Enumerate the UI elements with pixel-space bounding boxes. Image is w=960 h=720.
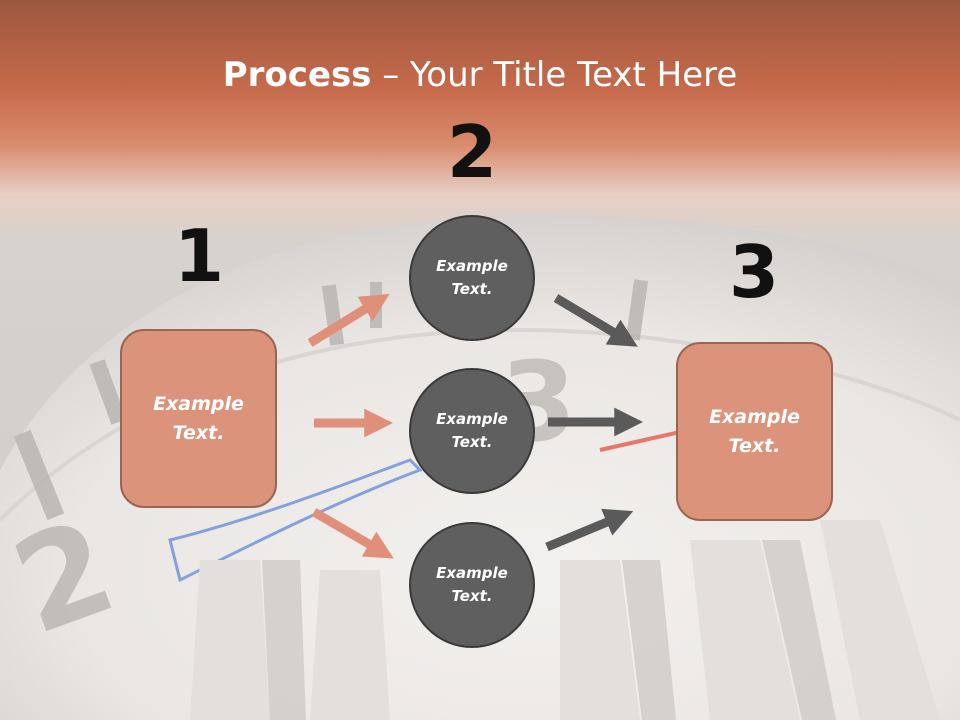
step-3-box-line2: Text. <box>728 434 781 457</box>
step-number-1: 1 <box>173 214 225 298</box>
arrow-box1-to-circle-top <box>307 293 390 347</box>
step-2-circle-middle: Example Text. <box>409 368 535 494</box>
circle-middle-line1: Example <box>436 410 508 428</box>
circle-bottom-line2: Text. <box>451 587 493 605</box>
arrow-circle-top-to-box3 <box>553 294 638 347</box>
step-3-box-line1: Example <box>709 405 800 428</box>
circle-bottom-line1: Example <box>436 564 508 582</box>
arrow-box1-to-circle-bottom <box>311 508 394 559</box>
circle-middle-line2: Text. <box>451 433 493 451</box>
step-2-circle-bottom: Example Text. <box>409 522 535 648</box>
step-number-2: 2 <box>446 110 498 194</box>
circle-top-line1: Example <box>436 257 508 275</box>
slide-title: Process – Your Title Text Here <box>0 52 960 98</box>
step-1-box: Example Text. <box>120 329 277 508</box>
title-bold: Process <box>222 55 372 95</box>
step-2-circle-top: Example Text. <box>409 215 535 341</box>
arrow-circle-bottom-to-box3 <box>545 508 634 552</box>
step-1-box-line2: Text. <box>172 421 225 444</box>
step-1-box-line1: Example <box>153 392 244 415</box>
circle-top-line2: Text. <box>451 280 493 298</box>
title-rest: – Your Title Text Here <box>371 55 738 95</box>
step-number-3: 3 <box>728 230 780 314</box>
step-3-box: Example Text. <box>676 342 833 521</box>
